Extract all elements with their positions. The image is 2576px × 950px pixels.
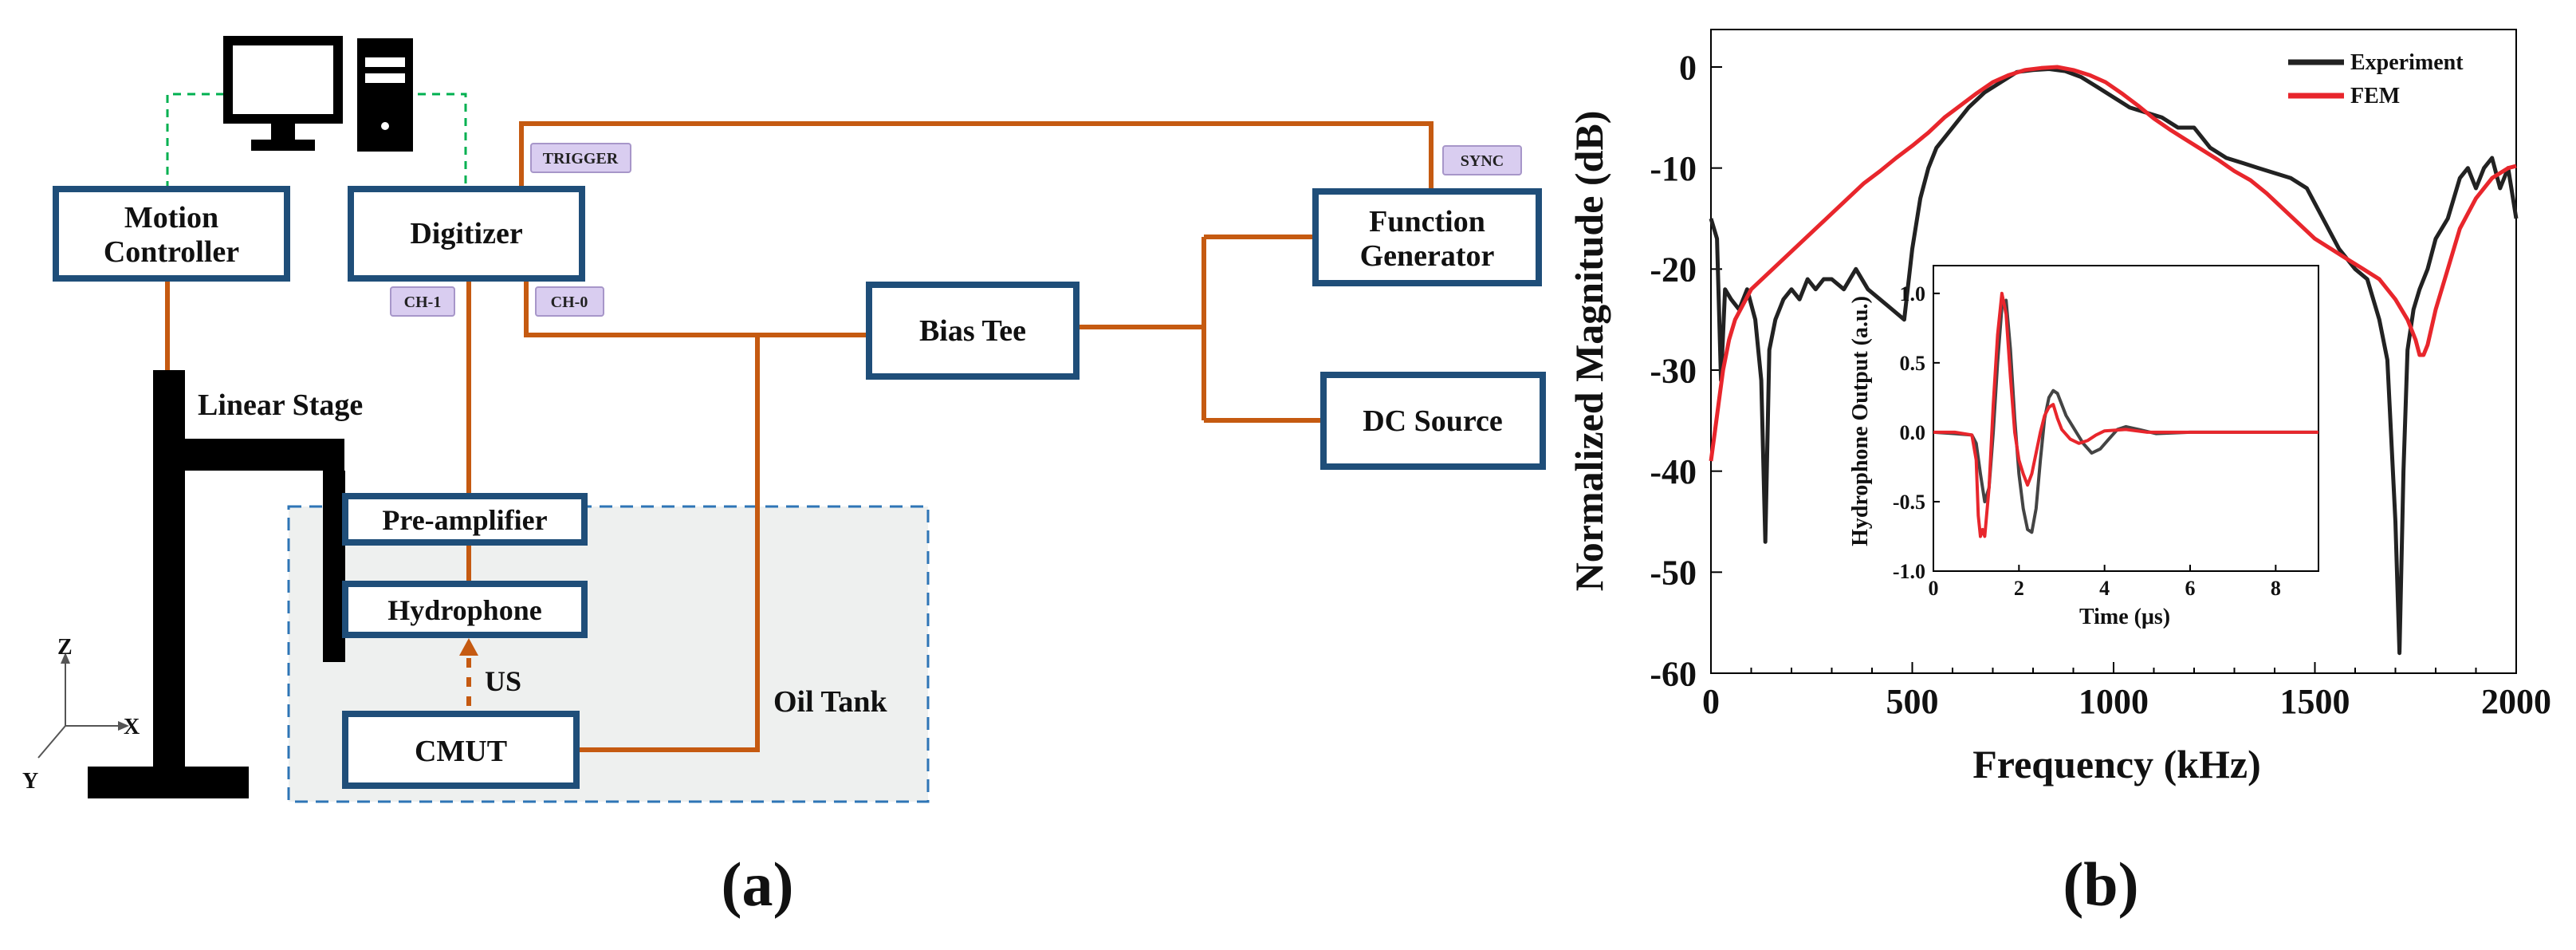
control-link-motion (166, 93, 241, 189)
main-x-axis-title: Frequency (kHz) (1972, 742, 2261, 786)
sync-tag (1442, 145, 1522, 175)
cmut-box (342, 711, 580, 789)
y-tick-label: 0.0 (1900, 421, 1926, 444)
wire-ch0-biastee (524, 278, 869, 337)
y-tick-label: -0.5 (1893, 491, 1925, 514)
z-axis-label: Z (57, 635, 73, 660)
coordinate-axes (37, 662, 120, 759)
y-tick-label: -20 (1650, 250, 1697, 290)
bias-tee-box (866, 282, 1080, 380)
computer-icon (223, 36, 413, 152)
ch0-tag (535, 286, 604, 317)
y-tick-label: 0.5 (1900, 352, 1926, 375)
x-tick-label: 0 (1702, 682, 1720, 721)
us-arrowhead (459, 638, 478, 656)
control-link-digitizer (389, 93, 467, 189)
frequency-chart: 0 500 1000 1500 2000 0 -10 -20 -30 -40 -50 -60 Expe… (1567, 29, 2551, 919)
x-tick-label: 500 (1886, 682, 1939, 721)
inset-x-axis-title: Time (μs) (2079, 605, 2170, 629)
bias-tee-label: Bias Tee (919, 314, 1026, 348)
inset-plot-frame (1933, 265, 2319, 572)
chart-legend: Experiment FEM (2288, 50, 2464, 108)
preamplifier-box (342, 493, 588, 546)
x-arrowhead (118, 721, 129, 731)
setup-diagram: Motion Controller Digitizer Function Gen… (22, 36, 1546, 919)
legend-label-fem: FEM (2350, 84, 2400, 108)
linear-stage (88, 370, 345, 798)
y-tick-label: -1.0 (1893, 560, 1925, 583)
caption-b: (b) (2063, 849, 2138, 919)
linear-stage-label: Linear Stage (198, 388, 363, 422)
signal-wires (165, 121, 1434, 752)
oil-tank-label: Oil Tank (773, 685, 887, 719)
x-tick-label: 2000 (2481, 682, 2551, 721)
x-tick-label: 4 (2099, 577, 2110, 600)
y-tick-label: -50 (1650, 554, 1697, 593)
dc-source-label: DC Source (1363, 404, 1503, 438)
function-generator-label-2: Generator (1360, 239, 1495, 273)
inset-y-axis-title: Hydrophone Output (a.u.) (1848, 296, 1873, 546)
digitizer-box (348, 186, 585, 282)
function-generator-box (1312, 188, 1542, 286)
y-tick-label: 0 (1679, 48, 1697, 87)
wire-cmut (574, 335, 760, 752)
series-line-fem (1709, 65, 2517, 462)
motion-controller-label-1: Motion (124, 201, 218, 235)
digitizer-label: Digitizer (410, 217, 523, 250)
y-tick-label: -10 (1650, 149, 1697, 188)
legend-label-experiment: Experiment (2350, 50, 2464, 75)
hydrophone-box (342, 581, 588, 638)
series-line-experiment (1709, 67, 2519, 656)
z-arrowhead (61, 652, 70, 664)
ch1-tag-label: CH-1 (404, 294, 442, 311)
sync-tag-label: SYNC (1461, 152, 1504, 170)
y-tick-label: 1.0 (1900, 282, 1926, 305)
y-tick-label: -40 (1650, 452, 1697, 491)
trigger-tag (530, 143, 631, 173)
trigger-tag-label: TRIGGER (543, 150, 619, 168)
y-tick-label: -60 (1650, 654, 1697, 693)
x-tick-label: 8 (2271, 577, 2281, 600)
wire-trigger-sync (519, 121, 1434, 189)
us-label: US (485, 665, 521, 697)
x-tick-label: 2 (2014, 577, 2024, 600)
caption-a: (a) (722, 849, 794, 919)
main-y-axis-title: Normalized Magnitude (dB) (1567, 111, 1611, 592)
motion-controller-label-2: Controller (104, 235, 239, 269)
x-tick-label: 1500 (2280, 682, 2350, 721)
cmut-label: CMUT (415, 735, 507, 768)
function-generator-label-1: Function (1369, 205, 1485, 238)
series-line-fem (1933, 291, 2318, 538)
y-axis-label: Y (22, 769, 38, 794)
ch1-tag (390, 286, 455, 317)
dc-source-box (1320, 372, 1546, 470)
motion-controller-box (53, 186, 290, 282)
ch0-tag-label: CH-0 (551, 294, 588, 311)
y-tick-label: -30 (1650, 351, 1697, 390)
x-tick-label: 0 (1929, 577, 1939, 600)
x-tick-label: 1000 (2078, 682, 2149, 721)
preamplifier-label: Pre-amplifier (382, 504, 547, 536)
x-axis-label: X (124, 715, 140, 739)
hydrophone-label: Hydrophone (387, 594, 541, 626)
x-tick-label: 6 (2185, 577, 2196, 600)
